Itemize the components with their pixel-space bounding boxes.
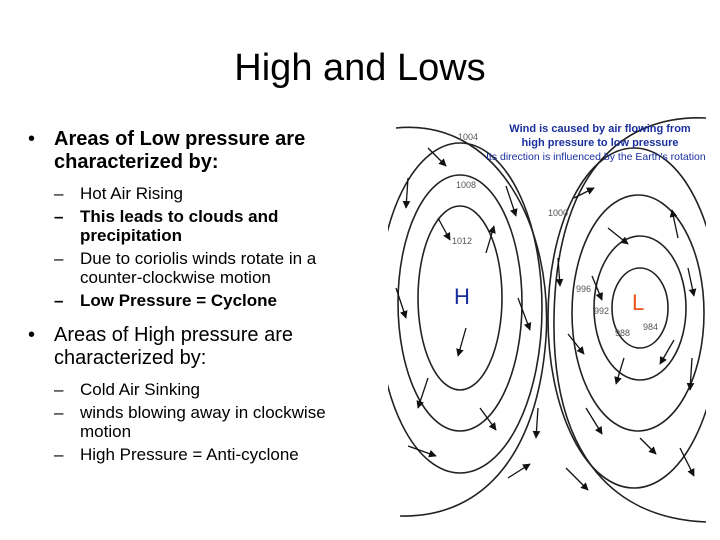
- wind-arrows: [395, 147, 697, 491]
- title-text: High and Lows: [234, 47, 486, 89]
- wind-arrow-icon: [639, 437, 657, 455]
- caption-line-1: Wind is caused by air flowing from: [509, 123, 691, 135]
- sub-bullet: –Due to coriolis winds rotate in a count…: [28, 249, 378, 287]
- dash-icon: –: [54, 291, 64, 310]
- isobar-label: 1004: [458, 132, 479, 142]
- wind-arrow-icon: [485, 225, 496, 254]
- low-pressure-label: L: [632, 290, 645, 315]
- wind-arrow-icon: [679, 447, 695, 477]
- wind-arrow-icon: [567, 333, 585, 355]
- sub-bullet: –Low Pressure = Cyclone: [28, 291, 378, 310]
- isobar-map: [388, 117, 706, 523]
- bullet-list: • Areas of Low pressure are characterize…: [28, 128, 378, 468]
- bullet-dot-icon: •: [28, 128, 36, 150]
- sub-bullet: –Hot Air Rising: [28, 184, 378, 203]
- wind-arrow-icon: [437, 217, 451, 241]
- sub-text: This leads to clouds and precipitation: [80, 207, 279, 245]
- sub-text: Hot Air Rising: [80, 184, 183, 203]
- wind-arrow-icon: [505, 185, 518, 217]
- wind-arrow-icon: [416, 377, 429, 409]
- isobar-label: 1012: [452, 236, 473, 246]
- wind-arrow-icon: [456, 327, 467, 357]
- wind-arrow-icon: [585, 407, 603, 435]
- bullet-low-text: Areas of Low pressure are characterized …: [54, 128, 306, 173]
- wind-arrow-icon: [607, 227, 629, 245]
- dash-icon: –: [54, 380, 64, 399]
- diagram-caption: Wind is caused by air flowing from high …: [486, 122, 706, 164]
- isobar-label: 1000: [548, 208, 569, 218]
- wind-arrow-icon: [686, 357, 695, 391]
- sub-text: Low Pressure = Cyclone: [80, 291, 277, 310]
- bullet-dot-icon: •: [28, 324, 36, 346]
- dash-icon: –: [54, 249, 64, 268]
- isobar-label: 996: [576, 284, 592, 294]
- wind-arrow-icon: [532, 407, 541, 439]
- sub-bullet: –winds blowing away in clockwise motion: [28, 403, 378, 441]
- wind-arrow-icon: [687, 267, 697, 297]
- sub-bullet: –This leads to clouds and precipitation: [28, 207, 378, 245]
- low-isobars: [547, 117, 706, 523]
- wind-arrow-icon: [555, 257, 564, 287]
- isobar-label: 988: [615, 328, 631, 338]
- wind-arrow-icon: [565, 467, 589, 491]
- wind-arrow-icon: [614, 357, 625, 385]
- high-isobars: [388, 126, 548, 517]
- wind-arrow-icon: [507, 463, 531, 479]
- wind-arrow-icon: [395, 287, 408, 319]
- bullet-low-pressure: • Areas of Low pressure are characterize…: [28, 128, 378, 174]
- high-pressure-label: H: [454, 284, 470, 309]
- wind-arrow-icon: [407, 445, 437, 458]
- wind-arrow-icon: [517, 297, 532, 331]
- sub-text: Due to coriolis winds rotate in a counte…: [80, 249, 317, 287]
- dash-icon: –: [54, 445, 64, 464]
- sub-text: Cold Air Sinking: [80, 380, 201, 399]
- bullet-high-text: Areas of High pressure are characterized…: [54, 324, 294, 369]
- wind-arrow-icon: [573, 187, 595, 199]
- wind-arrow-icon: [402, 177, 411, 209]
- dash-icon: –: [54, 403, 64, 422]
- sub-text: winds blowing away in clockwise motion: [80, 403, 326, 441]
- dash-icon: –: [54, 207, 64, 226]
- caption-line-3: Its direction is influenced by the Earth…: [486, 151, 706, 163]
- sub-bullet: –High Pressure = Anti-cyclone: [28, 445, 378, 464]
- sub-bullet: –Cold Air Sinking: [28, 380, 378, 399]
- wind-arrow-icon: [427, 147, 447, 167]
- wind-arrow-icon: [591, 275, 603, 301]
- isobar-label: 992: [594, 306, 610, 316]
- caption-line-2: high pressure to low pressure: [521, 137, 679, 149]
- pressure-diagram: Wind is caused by air flowing from high …: [388, 108, 706, 528]
- slide-title: High and Lows: [0, 44, 720, 92]
- isobar-label: 984: [643, 322, 659, 332]
- wind-arrow-icon: [659, 339, 675, 365]
- wind-arrow-icon: [669, 209, 679, 239]
- bullet-high-pressure: • Areas of High pressure are characteriz…: [28, 324, 378, 370]
- dash-icon: –: [54, 184, 64, 203]
- wind-arrow-icon: [479, 407, 497, 431]
- isobar-label: 1008: [456, 180, 477, 190]
- sub-text: High Pressure = Anti-cyclone: [80, 445, 299, 464]
